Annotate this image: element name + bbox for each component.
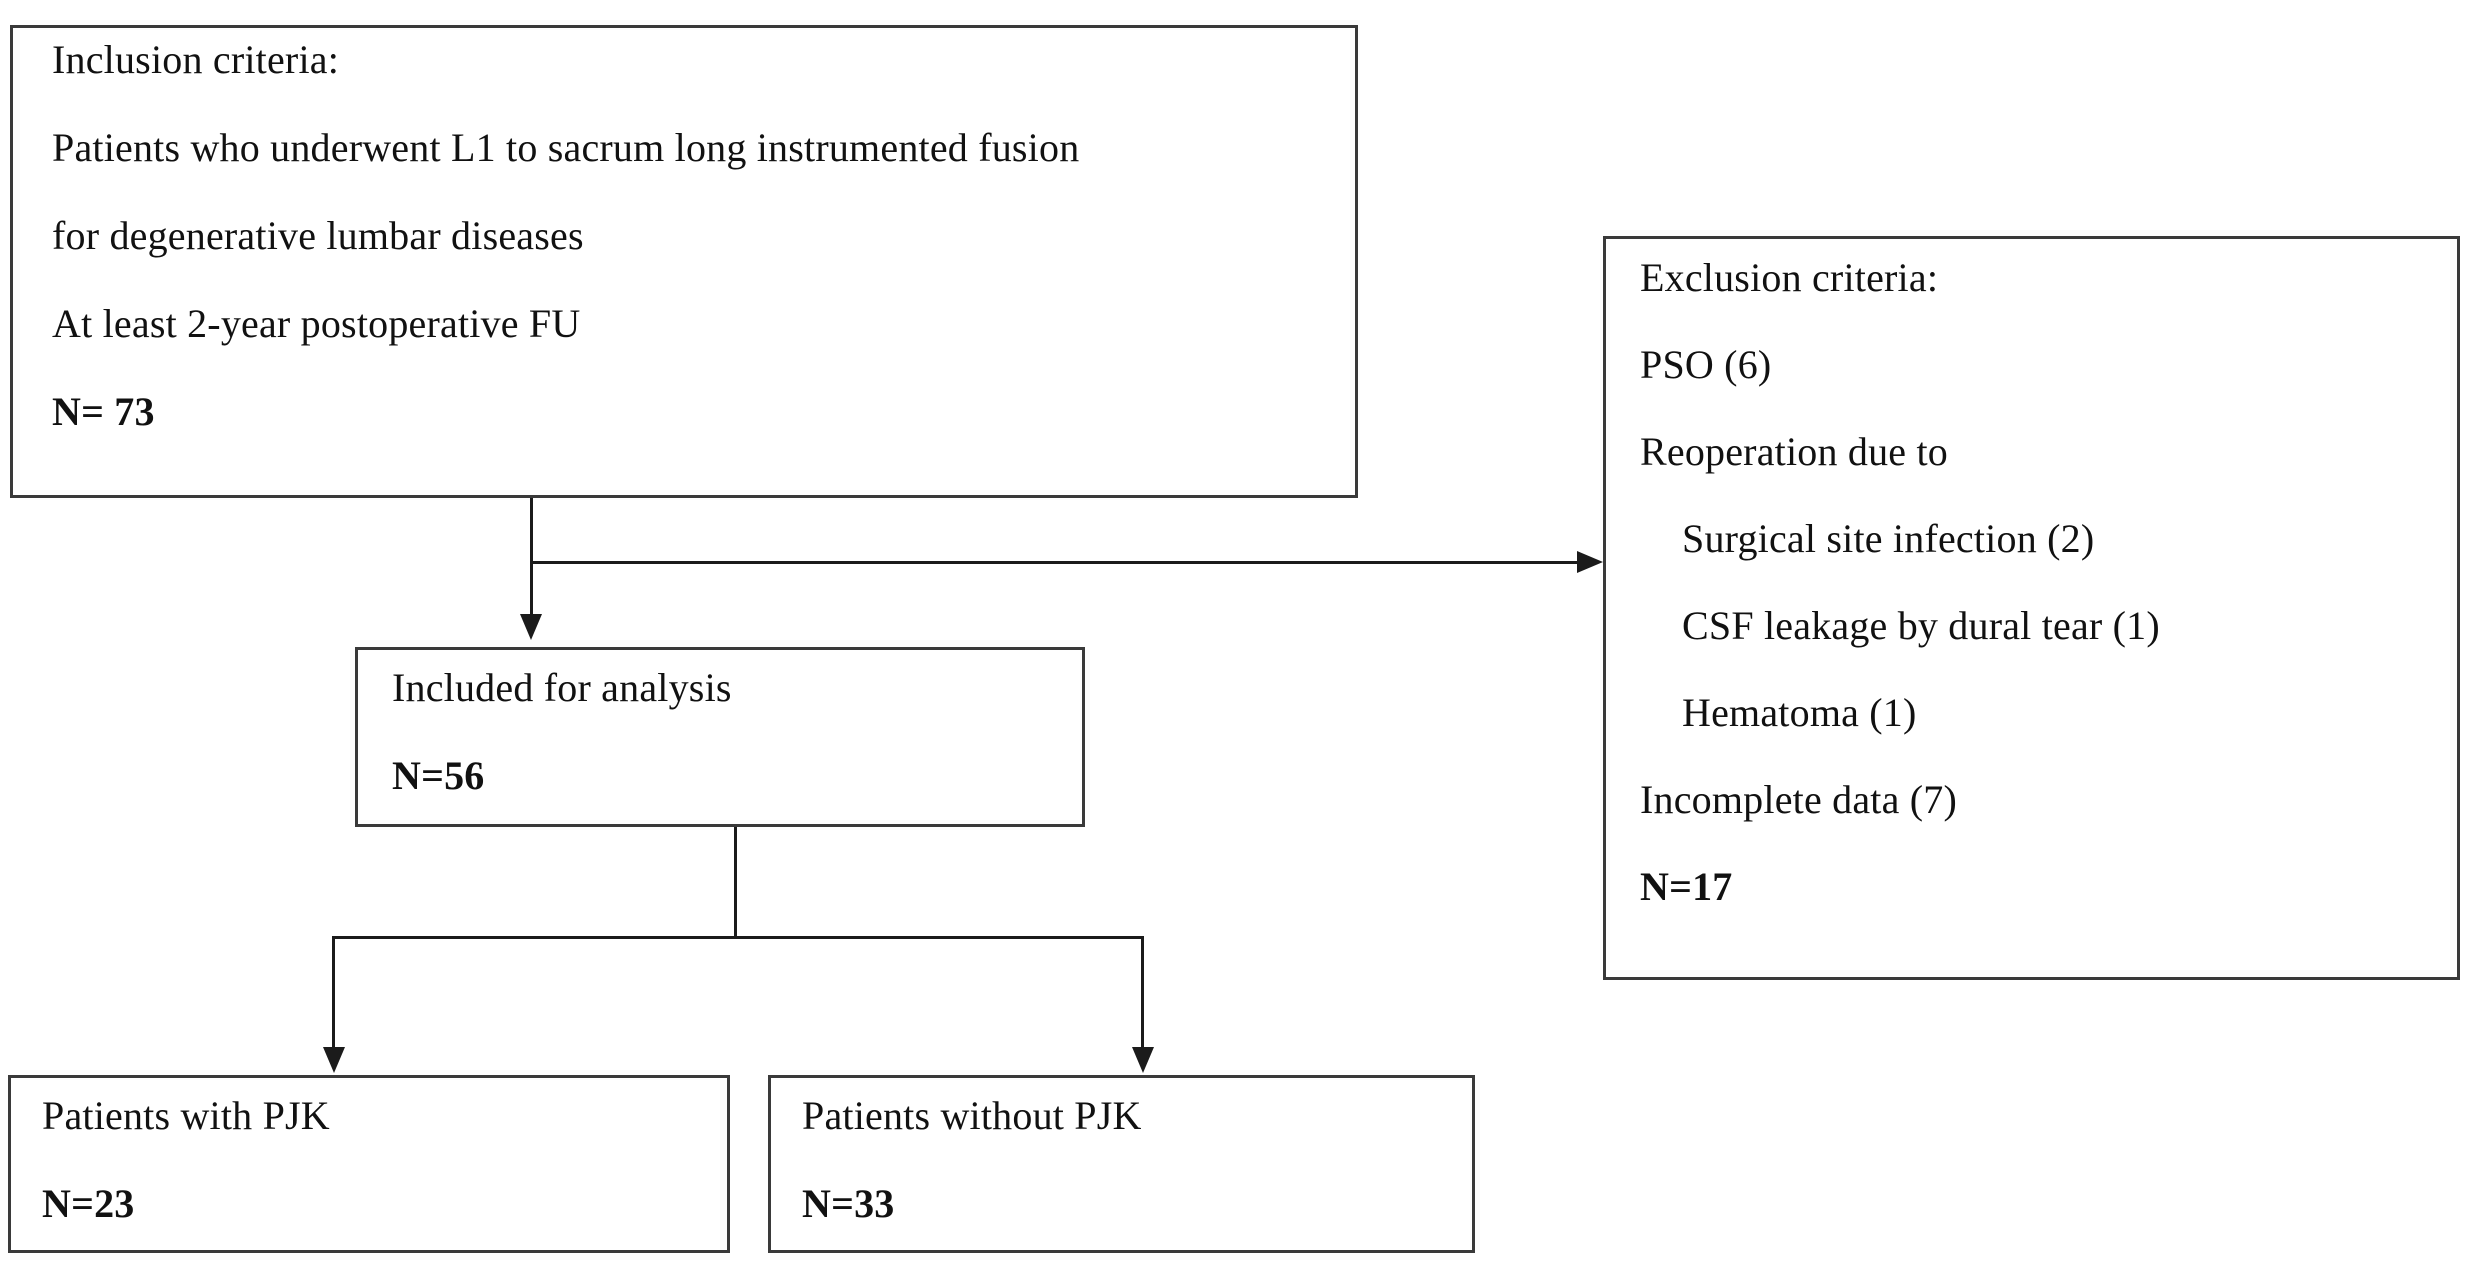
exclusion-line-3: Reoperation due to (1640, 429, 1948, 474)
inclusion-line-3: for degenerative lumbar diseases (52, 213, 584, 258)
included-count: N=56 (392, 753, 485, 798)
exclusion-line-1: Exclusion criteria: (1640, 255, 1939, 300)
with-pjk-count: N=23 (42, 1181, 135, 1226)
without-pjk-count: N=33 (802, 1181, 895, 1226)
exclusion-line-7: Incomplete data (7) (1640, 777, 1957, 822)
inclusion-line-2: Patients who underwent L1 to sacrum long… (52, 125, 1080, 170)
inclusion-line-4: At least 2-year postoperative FU (52, 301, 581, 346)
exclusion-criteria-box (1603, 236, 2460, 980)
connector-split-to-with-pjk-stem (332, 936, 335, 1049)
connector-inclusion-to-exclusion-stem (530, 561, 1577, 564)
connector-inclusion-to-exclusion-arrowhead (1577, 551, 1603, 573)
connector-split-to-with-pjk-arrowhead (323, 1047, 345, 1073)
inclusion-count: N= 73 (52, 389, 155, 434)
connector-included-split-bar (332, 936, 1144, 939)
connector-inclusion-to-included-stem (530, 498, 533, 616)
connector-split-to-without-pjk-stem (1141, 936, 1144, 1049)
inclusion-criteria-box (10, 25, 1358, 498)
exclusion-count: N=17 (1640, 864, 1733, 909)
exclusion-line-5: CSF leakage by dural tear (1) (1682, 603, 2160, 648)
patients-with-pjk-box (8, 1075, 730, 1253)
exclusion-line-4: Surgical site infection (2) (1682, 516, 2095, 561)
without-pjk-label: Patients without PJK (802, 1093, 1142, 1138)
connector-split-to-without-pjk-arrowhead (1132, 1047, 1154, 1073)
included-for-analysis-box (355, 647, 1085, 827)
patients-without-pjk-box (768, 1075, 1475, 1253)
exclusion-line-2: PSO (6) (1640, 342, 1772, 387)
connector-included-split-stem (734, 827, 737, 939)
with-pjk-label: Patients with PJK (42, 1093, 330, 1138)
included-label: Included for analysis (392, 665, 732, 710)
exclusion-line-6: Hematoma (1) (1682, 690, 1917, 735)
inclusion-line-1: Inclusion criteria: (52, 37, 340, 82)
connector-inclusion-to-included-arrowhead (520, 614, 542, 640)
